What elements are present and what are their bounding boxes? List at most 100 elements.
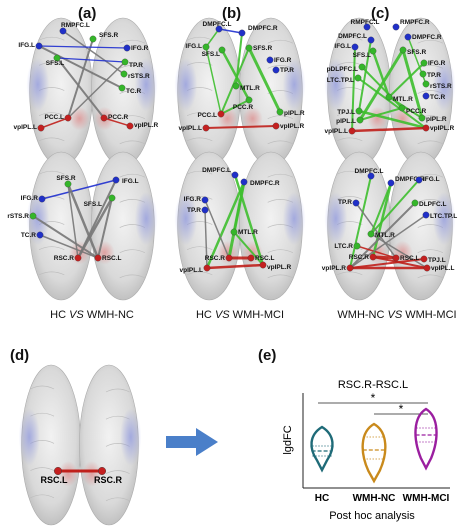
node [266,56,274,64]
region-blue [134,57,158,112]
edge [358,39,372,112]
edge [56,57,126,63]
edge [205,46,222,115]
edge [220,48,251,102]
node-label: TPJ.L [428,257,446,264]
node-label: IFG.L [423,176,440,183]
node-label: TP.R [129,62,143,69]
node-label: IFG.R [184,196,202,203]
edge [205,125,277,129]
region-blue [120,408,142,466]
panel-b-label: (b) [222,5,241,22]
node [126,122,134,130]
node-label: TP.R [338,199,352,206]
violin-plot: RSC.R-RSC.L lgdFC Post hoc analysis * * … [282,379,450,522]
edge [356,245,397,259]
node-label: rSTS.R [128,73,150,80]
region-blue [26,57,50,112]
node-label: DLPFC.L [419,201,446,208]
node [415,176,423,184]
node-label: PCC.L [198,112,218,119]
node [121,58,129,66]
node-label: RMPFC.L [61,22,90,29]
node-label: DMPFC.R [412,34,442,41]
node [358,63,366,71]
node [348,127,356,135]
edge [67,183,79,259]
node [59,27,67,35]
edge [388,62,425,98]
node [354,74,362,82]
node-label: LTC.R [334,243,353,250]
node [203,264,211,272]
sulcus [186,271,213,276]
sulcus [336,170,363,175]
node-label: rSTS.R [7,213,29,220]
edge [204,209,208,269]
node-label: RSC.L [255,255,275,262]
panel-d-label: (d) [10,347,29,364]
node-label: IFG.L [185,43,202,50]
edge [32,215,99,259]
sulcus [336,112,363,116]
sig-star-1: * [371,391,376,405]
sulcus [267,115,294,119]
edge [357,77,427,129]
sulcus [267,274,294,279]
node-label: DMPFC.R [395,176,425,183]
sulcus [186,246,213,250]
sulcus [267,249,294,253]
violin-0 [310,425,334,473]
sulcus [336,271,363,276]
sulcus [417,173,444,178]
node-label: SFS.L [202,51,220,58]
edge [370,233,428,269]
region-blue [174,57,198,112]
node-label: MTL.R [240,85,260,92]
node [112,176,120,184]
node [385,93,393,101]
node [398,104,406,112]
edge [66,182,100,260]
edge [371,49,391,99]
node-label-rsc-l: RSC.L [41,475,69,485]
node [363,23,371,31]
node [272,66,280,74]
sulcus [38,112,65,116]
node-label: IFG.L [122,178,139,185]
node [352,199,360,207]
edge [370,179,420,235]
node-label: TP.R [427,72,441,79]
edge [359,107,403,121]
node [418,114,426,122]
region-blue [432,57,456,112]
node [392,23,400,31]
edge [233,173,265,267]
node-label: SFS.L [353,52,371,59]
node [240,178,248,186]
node [35,42,43,50]
group-label-hc: HC [315,493,329,504]
node [422,211,430,219]
node [369,253,377,261]
node [108,194,116,202]
group-label-wmh-mci: WMH-MCI [403,493,450,504]
edge [388,96,423,119]
node [232,82,240,90]
node [217,110,225,118]
node [367,172,375,180]
node [53,54,61,62]
sulcus [267,39,294,44]
node [201,206,209,214]
node-label: LTC.TP.L [430,213,457,220]
node [367,36,375,44]
violin-title: RSC.R-RSC.L [338,379,408,391]
edge [67,61,126,119]
sulcus [417,249,444,253]
sulcus [38,246,65,250]
node [356,116,364,124]
sulcus [186,36,213,41]
